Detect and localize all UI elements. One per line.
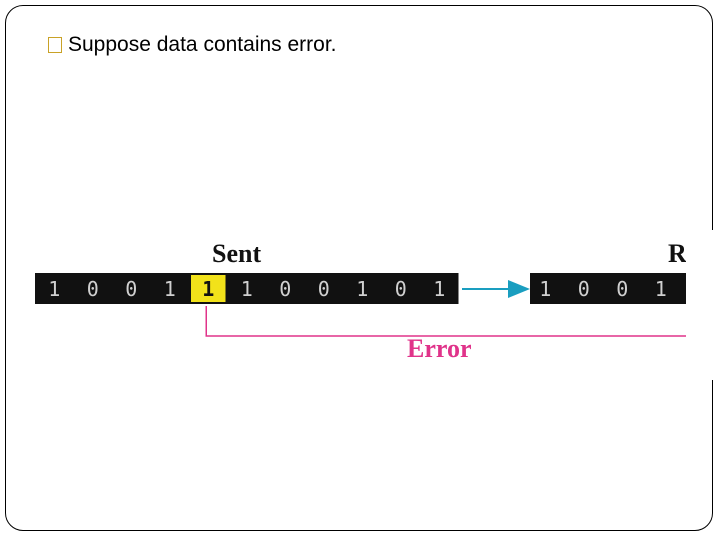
diagram-cutoff bbox=[686, 230, 720, 380]
received-label: R bbox=[668, 239, 687, 268]
bullet-item: Suppose data contains error. bbox=[48, 30, 337, 60]
error-connector-line bbox=[205, 306, 720, 337]
sent-bit: 0 bbox=[395, 277, 407, 301]
received-bit: 0 bbox=[616, 277, 628, 301]
sent-bit: 1 bbox=[433, 277, 445, 301]
diagram-graphic: 1 0 0 1 1 1 0 0 1 0 1 1 0 0 1 bbox=[35, 273, 720, 337]
sent-bit: 1 bbox=[164, 277, 176, 301]
sent-bit: 1 bbox=[48, 277, 60, 301]
sent-bit: 0 bbox=[318, 277, 330, 301]
bullet-text: Suppose data contains error. bbox=[68, 33, 337, 56]
sent-label: Sent bbox=[212, 239, 262, 268]
received-bit: 0 bbox=[578, 277, 590, 301]
sent-bit: 0 bbox=[279, 277, 291, 301]
transmit-arrow-head bbox=[508, 280, 530, 298]
received-bit: 1 bbox=[655, 277, 667, 301]
sent-bit-bar bbox=[35, 273, 459, 304]
sent-bit: 0 bbox=[125, 277, 137, 301]
sent-bit: 0 bbox=[87, 277, 99, 301]
error-bit-highlight bbox=[191, 275, 226, 302]
received-bit: 1 bbox=[539, 277, 551, 301]
sent-bit: 1 bbox=[356, 277, 368, 301]
error-label: Error bbox=[407, 334, 472, 363]
sent-bit: 1 bbox=[241, 277, 253, 301]
error-diagram: 1 0 0 1 1 1 0 0 1 0 1 1 0 0 1 Sent R Error bbox=[0, 230, 720, 380]
bullet-icon bbox=[48, 37, 62, 53]
sent-error-bit: 1 bbox=[202, 277, 214, 301]
